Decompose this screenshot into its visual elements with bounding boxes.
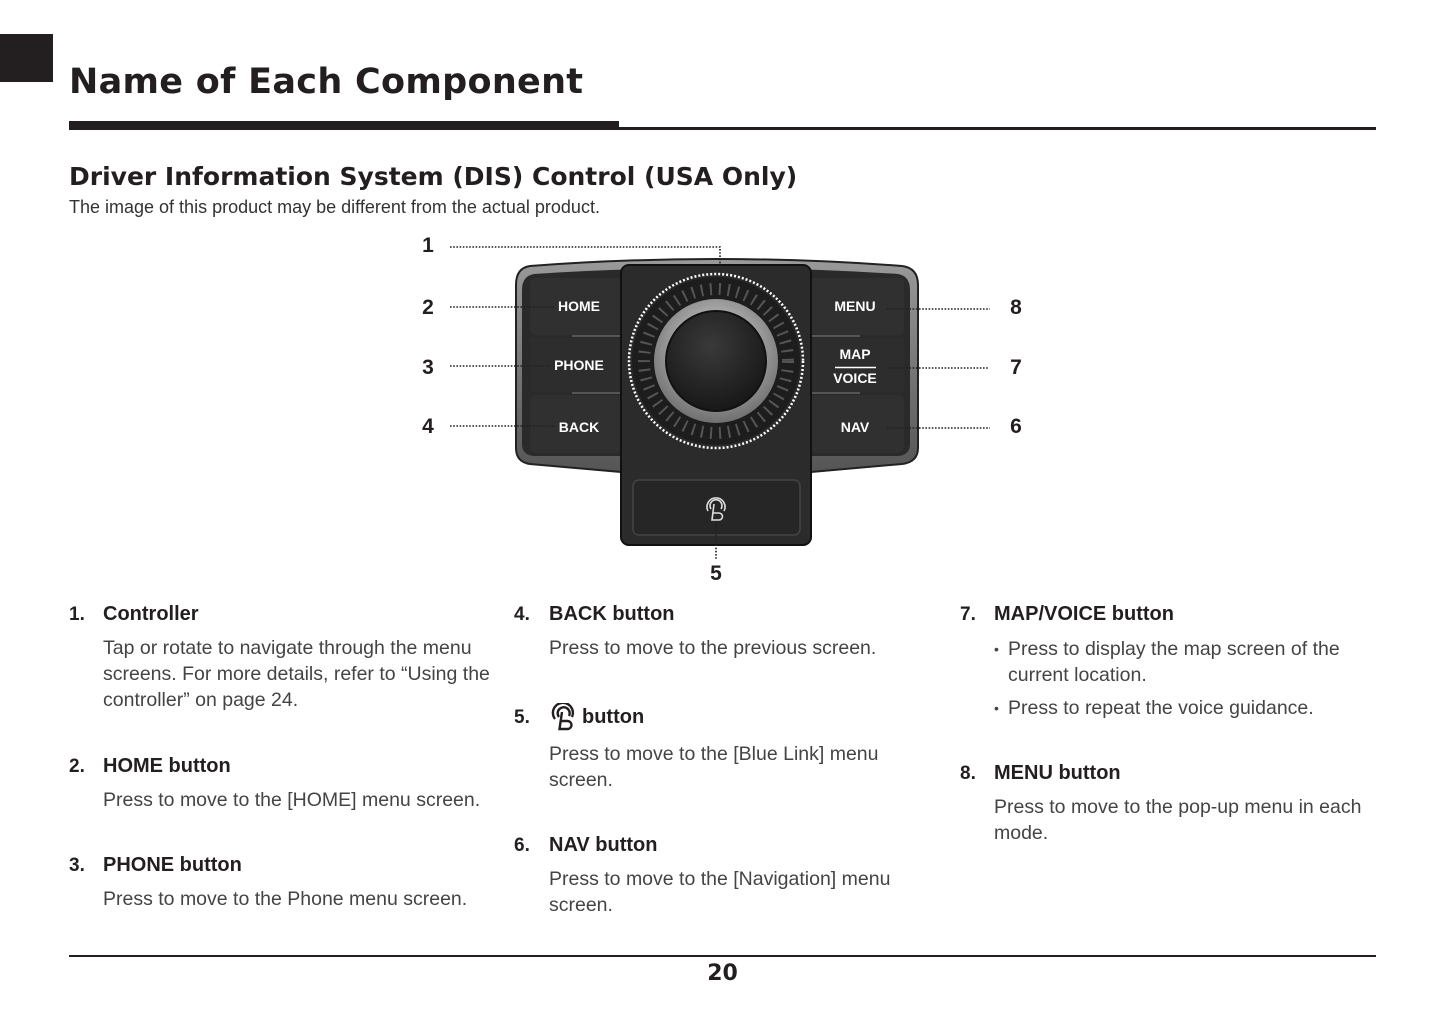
desc-line: Press to move to the [Navigation] menu (549, 868, 891, 890)
desc-line: controller” on page 24. (103, 689, 299, 711)
callout-5: 5 (710, 562, 722, 585)
item-number: 7. (960, 604, 976, 625)
menu-label: MENU (834, 298, 875, 314)
home-label: HOME (558, 298, 600, 314)
item-title: HOME button (103, 755, 231, 777)
nav-label: NAV (841, 419, 870, 435)
left-buttons (530, 278, 622, 453)
dis-control-diagram: HOME PHONE BACK MENU MAP VOICE NAV 1 2 3… (422, 234, 1022, 585)
back-label: BACK (559, 419, 599, 435)
page-number: 20 (707, 961, 738, 986)
item-title: BACK button (549, 603, 675, 625)
title-rule (69, 121, 619, 130)
item-description: Tap or rotate to navigate through the me… (103, 635, 490, 713)
item-number: 5. (514, 707, 530, 728)
desc-line: mode. (994, 822, 1049, 844)
desc-line: Press to move to the pop-up menu in each (994, 796, 1362, 818)
item-number: 4. (514, 604, 530, 625)
section-title: Driver Information System (DIS) Control … (69, 162, 798, 191)
callout-2: 2 (422, 296, 434, 319)
item-number: 1. (69, 604, 85, 625)
item-title: Controller (103, 603, 199, 625)
bullet-item: Press to repeat the voice guidance. (994, 695, 1314, 721)
section-note: The image of this product may be differe… (69, 197, 600, 217)
item-description: Press to move to the [Blue Link] menu sc… (549, 741, 879, 793)
voice-label: VOICE (833, 370, 877, 386)
item-number: 8. (960, 763, 976, 784)
phone-label: PHONE (554, 357, 604, 373)
callout-6: 6 (1010, 415, 1022, 438)
right-buttons (810, 278, 904, 453)
item-description: Press to move to the Phone menu screen. (103, 888, 468, 910)
blue-link-icon (551, 703, 575, 731)
item-title: PHONE button (103, 854, 242, 876)
callout-lines (450, 246, 990, 560)
desc-line: screen. (549, 894, 613, 916)
page-title: Name of Each Component (69, 62, 584, 102)
desc-line: current location. (1008, 664, 1147, 686)
callout-3: 3 (422, 356, 434, 379)
item-description: Press to move to the pop-up menu in each… (994, 794, 1361, 846)
item-number: 6. (514, 835, 530, 856)
footer-rule (69, 955, 1376, 957)
callout-4: 4 (422, 415, 434, 438)
item-title: MENU button (994, 762, 1121, 784)
bullet-item: Press to display the map screen of the c… (994, 636, 1340, 688)
item-description: Press to move to the [HOME] menu screen. (103, 789, 481, 811)
desc-line: screens. For more details, refer to “Usi… (103, 663, 490, 685)
desc-line: Press to move to the [Blue Link] menu (549, 743, 879, 765)
desc-line: Press to repeat the voice guidance. (1008, 697, 1314, 719)
callout-7: 7 (1010, 356, 1022, 379)
item-description: Press to move to the [Navigation] menu s… (549, 866, 890, 918)
callout-1: 1 (422, 234, 434, 257)
item-number: 2. (69, 756, 85, 777)
controller-knob (665, 310, 767, 412)
item-title: MAP/VOICE button (994, 603, 1174, 625)
desc-line: screen. (549, 769, 613, 791)
desc-line: Tap or rotate to navigate through the me… (103, 637, 472, 659)
map-label: MAP (839, 346, 870, 362)
chapter-tab (0, 34, 53, 82)
title-rule-thin (619, 127, 1376, 130)
item-title: button (582, 706, 645, 728)
item-description: Press to move to the previous screen. (549, 637, 877, 659)
desc-line: Press to display the map screen of the (1008, 638, 1340, 660)
item-number: 3. (69, 855, 85, 876)
item-title: NAV button (549, 834, 658, 856)
blue-link-icon (706, 497, 726, 521)
callout-8: 8 (1010, 296, 1022, 319)
